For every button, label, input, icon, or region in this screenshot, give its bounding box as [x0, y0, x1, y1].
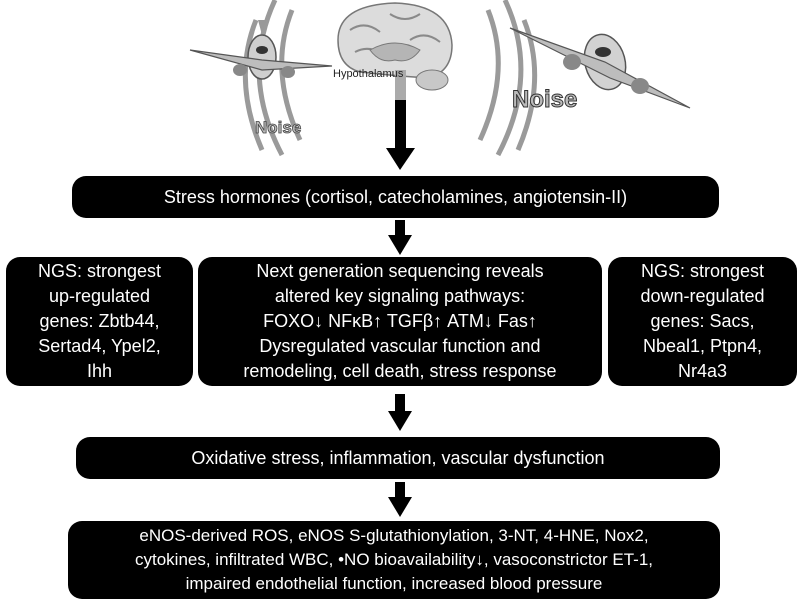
oxidative-stress-text: Oxidative stress, inflammation, vascular… — [191, 447, 605, 468]
arrow-brain-to-stress — [386, 100, 415, 170]
hypothalamus-label: Hypothalamus — [333, 68, 404, 80]
stress-hormones-box: Stress hormones (cortisol, catecholamine… — [72, 176, 719, 218]
up-line-3: genes: Zbtb44, — [39, 311, 160, 331]
up-line-4: Sertad4, Ypel2, — [38, 336, 161, 356]
airplane-left-icon — [189, 20, 333, 80]
ngs-line-4: Dysregulated vascular function and — [259, 336, 541, 356]
noise-brain-illustration: Hypothalamus Noise Noise — [189, 0, 691, 170]
ngs-pathways-box: Next generation sequencing reveals alter… — [198, 257, 602, 386]
arrow-ngs-to-oxidative — [388, 394, 412, 431]
ngs-line-2: altered key signaling pathways: — [274, 286, 526, 306]
oxidative-stress-box: Oxidative stress, inflammation, vascular… — [76, 437, 720, 479]
up-line-5: Ihh — [86, 361, 113, 381]
brain-icon — [337, 2, 453, 100]
up-line-1: NGS: strongest — [37, 261, 162, 281]
arrow-oxidative-to-effects — [388, 482, 412, 517]
ngs-line-1: Next generation sequencing reveals — [256, 261, 544, 281]
down-line-4: Nbeal1, Ptpn4, — [642, 336, 763, 356]
down-line-2: down-regulated — [640, 286, 765, 306]
up-line-2: up-regulated — [48, 286, 151, 306]
down-line-1: NGS: strongest — [640, 261, 765, 281]
down-line-3: genes: Sacs, — [650, 311, 755, 331]
noise-right-label: Noise — [512, 86, 577, 113]
down-line-5: Nr4a3 — [677, 361, 728, 381]
upregulated-genes-box: NGS: strongest up-regulated genes: Zbtb4… — [6, 257, 193, 386]
airplane-right-icon — [509, 27, 691, 109]
ngs-line-5: remodeling, cell death, stress response — [243, 361, 557, 381]
vascular-effects-box: eNOS-derived ROS, eNOS S-glutathionylati… — [68, 521, 720, 599]
downregulated-genes-box: NGS: strongest down-regulated genes: Sac… — [608, 257, 797, 386]
effects-line-3: impaired endothelial function, increased… — [185, 574, 603, 593]
stress-hormones-text: Stress hormones (cortisol, catecholamine… — [163, 186, 628, 207]
noise-left-label: Noise — [255, 118, 301, 137]
ngs-line-3: FOXO↓ NFκB↑ TGFβ↑ ATM↓ Fas↑ — [263, 311, 537, 331]
effects-line-1: eNOS-derived ROS, eNOS S-glutathionylati… — [139, 526, 649, 545]
arrow-stress-to-ngs — [388, 220, 412, 255]
effects-line-2: cytokines, infiltrated WBC, •NO bioavail… — [134, 550, 654, 569]
sound-waves-right-icon — [477, 0, 538, 157]
